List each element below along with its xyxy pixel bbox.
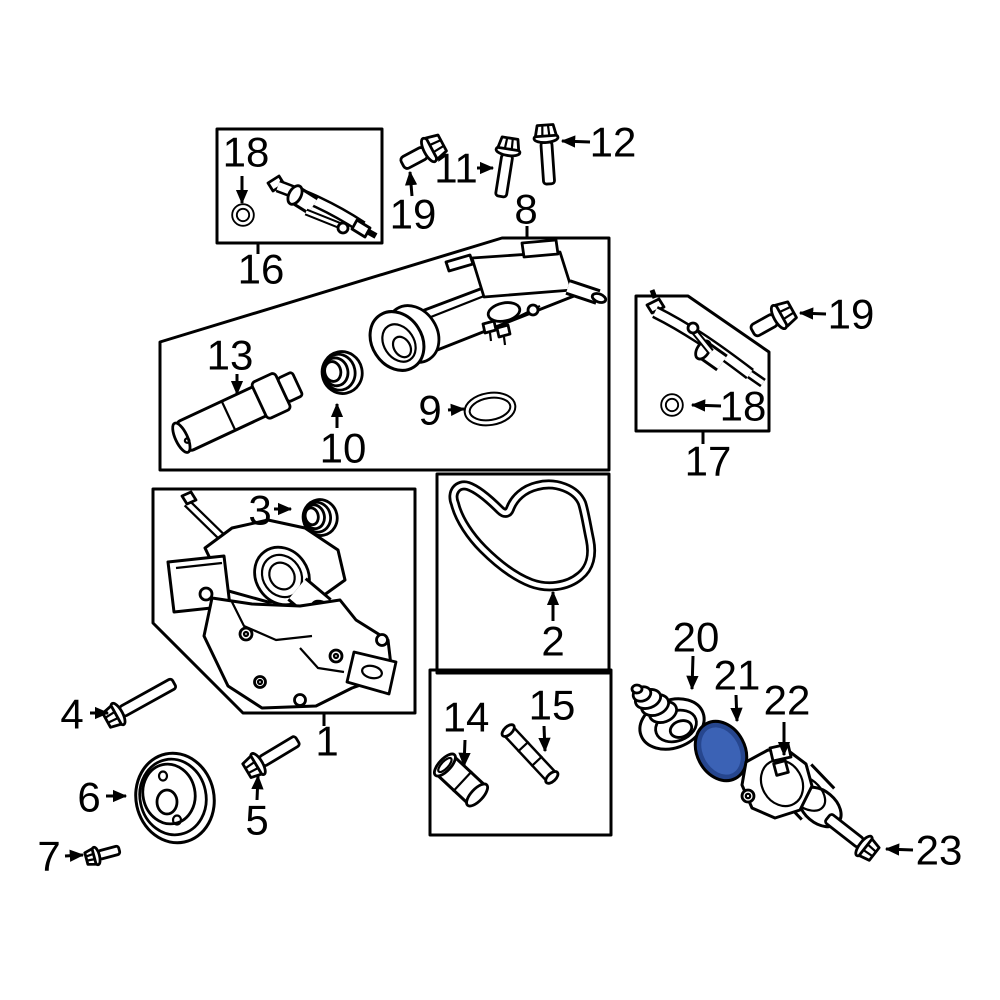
part-21-oring-highlighted[interactable] bbox=[685, 712, 756, 789]
part-18a-oring[interactable] bbox=[231, 203, 255, 227]
callout-11-label[interactable]: 11 bbox=[434, 145, 478, 192]
group-boxes bbox=[151, 127, 771, 837]
callout-14-label[interactable]: 14 bbox=[443, 694, 490, 741]
callout-19b-arrow bbox=[798, 307, 827, 320]
callout-12-label[interactable]: 12 bbox=[590, 119, 637, 166]
part-17-drawing[interactable] bbox=[645, 289, 766, 388]
callout-3-label[interactable]: 3 bbox=[248, 487, 271, 534]
callout-2-label[interactable]: 2 bbox=[541, 618, 564, 665]
callout-5-label[interactable]: 5 bbox=[245, 797, 268, 844]
part-13-drawing[interactable] bbox=[167, 366, 305, 459]
callout-12-arrow bbox=[560, 135, 591, 148]
callout-15-label[interactable]: 15 bbox=[529, 682, 576, 729]
group-box-17 bbox=[634, 294, 771, 433]
callout-22-label[interactable]: 22 bbox=[764, 677, 811, 724]
callout-4-label[interactable]: 4 bbox=[60, 691, 83, 738]
part-2-gasket[interactable] bbox=[448, 479, 597, 592]
callout-18a-label[interactable]: 18 bbox=[223, 129, 270, 176]
callout-23-arrow bbox=[884, 843, 914, 856]
callout-20-label[interactable]: 20 bbox=[673, 614, 720, 661]
part-18b-oring[interactable] bbox=[660, 393, 684, 417]
callout-16-label[interactable]: 16 bbox=[238, 246, 285, 293]
part-4-bolt[interactable] bbox=[99, 671, 182, 733]
part-14-drawing[interactable] bbox=[431, 751, 491, 810]
callout-19b-label[interactable]: 19 bbox=[828, 291, 875, 338]
callout-arrows bbox=[64, 135, 914, 862]
part-1-drawing[interactable] bbox=[166, 490, 398, 710]
group-box-housing-8 bbox=[158, 236, 611, 472]
callout-13-label[interactable]: 13 bbox=[207, 332, 254, 379]
part-3-drawing[interactable] bbox=[300, 496, 341, 538]
callout-9-label[interactable]: 9 bbox=[418, 387, 441, 434]
group-box-16 bbox=[215, 127, 384, 245]
part-23-bolt[interactable] bbox=[818, 806, 884, 865]
callout-21-label[interactable]: 21 bbox=[714, 652, 761, 699]
part-10-drawing[interactable] bbox=[318, 348, 366, 397]
callout-19a-arrow bbox=[404, 170, 418, 197]
callout-19a-label[interactable]: 19 bbox=[390, 191, 437, 238]
part-8-drawing[interactable] bbox=[359, 238, 608, 381]
callout-6-label[interactable]: 6 bbox=[77, 774, 100, 821]
part-12-bolt[interactable] bbox=[531, 122, 563, 187]
callout-1-label[interactable]: 1 bbox=[315, 718, 338, 765]
group-box-14-15 bbox=[428, 668, 613, 837]
callout-21-arrow bbox=[730, 694, 743, 723]
part-15-drawing[interactable] bbox=[500, 723, 560, 786]
part-20-thermostat[interactable] bbox=[630, 683, 711, 757]
callout-18b-label[interactable]: 18 bbox=[720, 383, 767, 430]
callout-20-arrow bbox=[686, 655, 699, 691]
callout-10-label[interactable]: 10 bbox=[320, 425, 367, 472]
part-21-oring-fill[interactable] bbox=[693, 720, 748, 781]
callout-17-label[interactable]: 17 bbox=[685, 438, 732, 485]
part-5-bolt[interactable] bbox=[239, 728, 306, 783]
part-6-pulley[interactable] bbox=[127, 746, 222, 850]
callout-7-label[interactable]: 7 bbox=[37, 833, 60, 880]
callout-9-arrow bbox=[447, 403, 466, 416]
part-16-drawing[interactable] bbox=[266, 174, 378, 239]
callout-15-arrow bbox=[538, 725, 551, 753]
callout-14-arrow bbox=[458, 739, 471, 768]
callout-18b-arrow bbox=[690, 399, 722, 412]
group-box-pump-1 bbox=[151, 487, 417, 715]
part-7-bolt[interactable] bbox=[82, 839, 123, 869]
part-19b-bolt[interactable] bbox=[745, 296, 800, 345]
part-9-oring[interactable] bbox=[463, 391, 517, 427]
callout-5-arrow bbox=[251, 774, 264, 801]
callout-23-label[interactable]: 23 bbox=[916, 827, 963, 874]
callout-8-label[interactable]: 8 bbox=[514, 186, 537, 233]
callout-7-arrow bbox=[64, 849, 85, 862]
group-box-gasket-2 bbox=[435, 472, 611, 675]
callout-labels: 1 2 3 4 5 6 7 8 9 10 11 12 13 14 15 16 1… bbox=[37, 119, 962, 880]
